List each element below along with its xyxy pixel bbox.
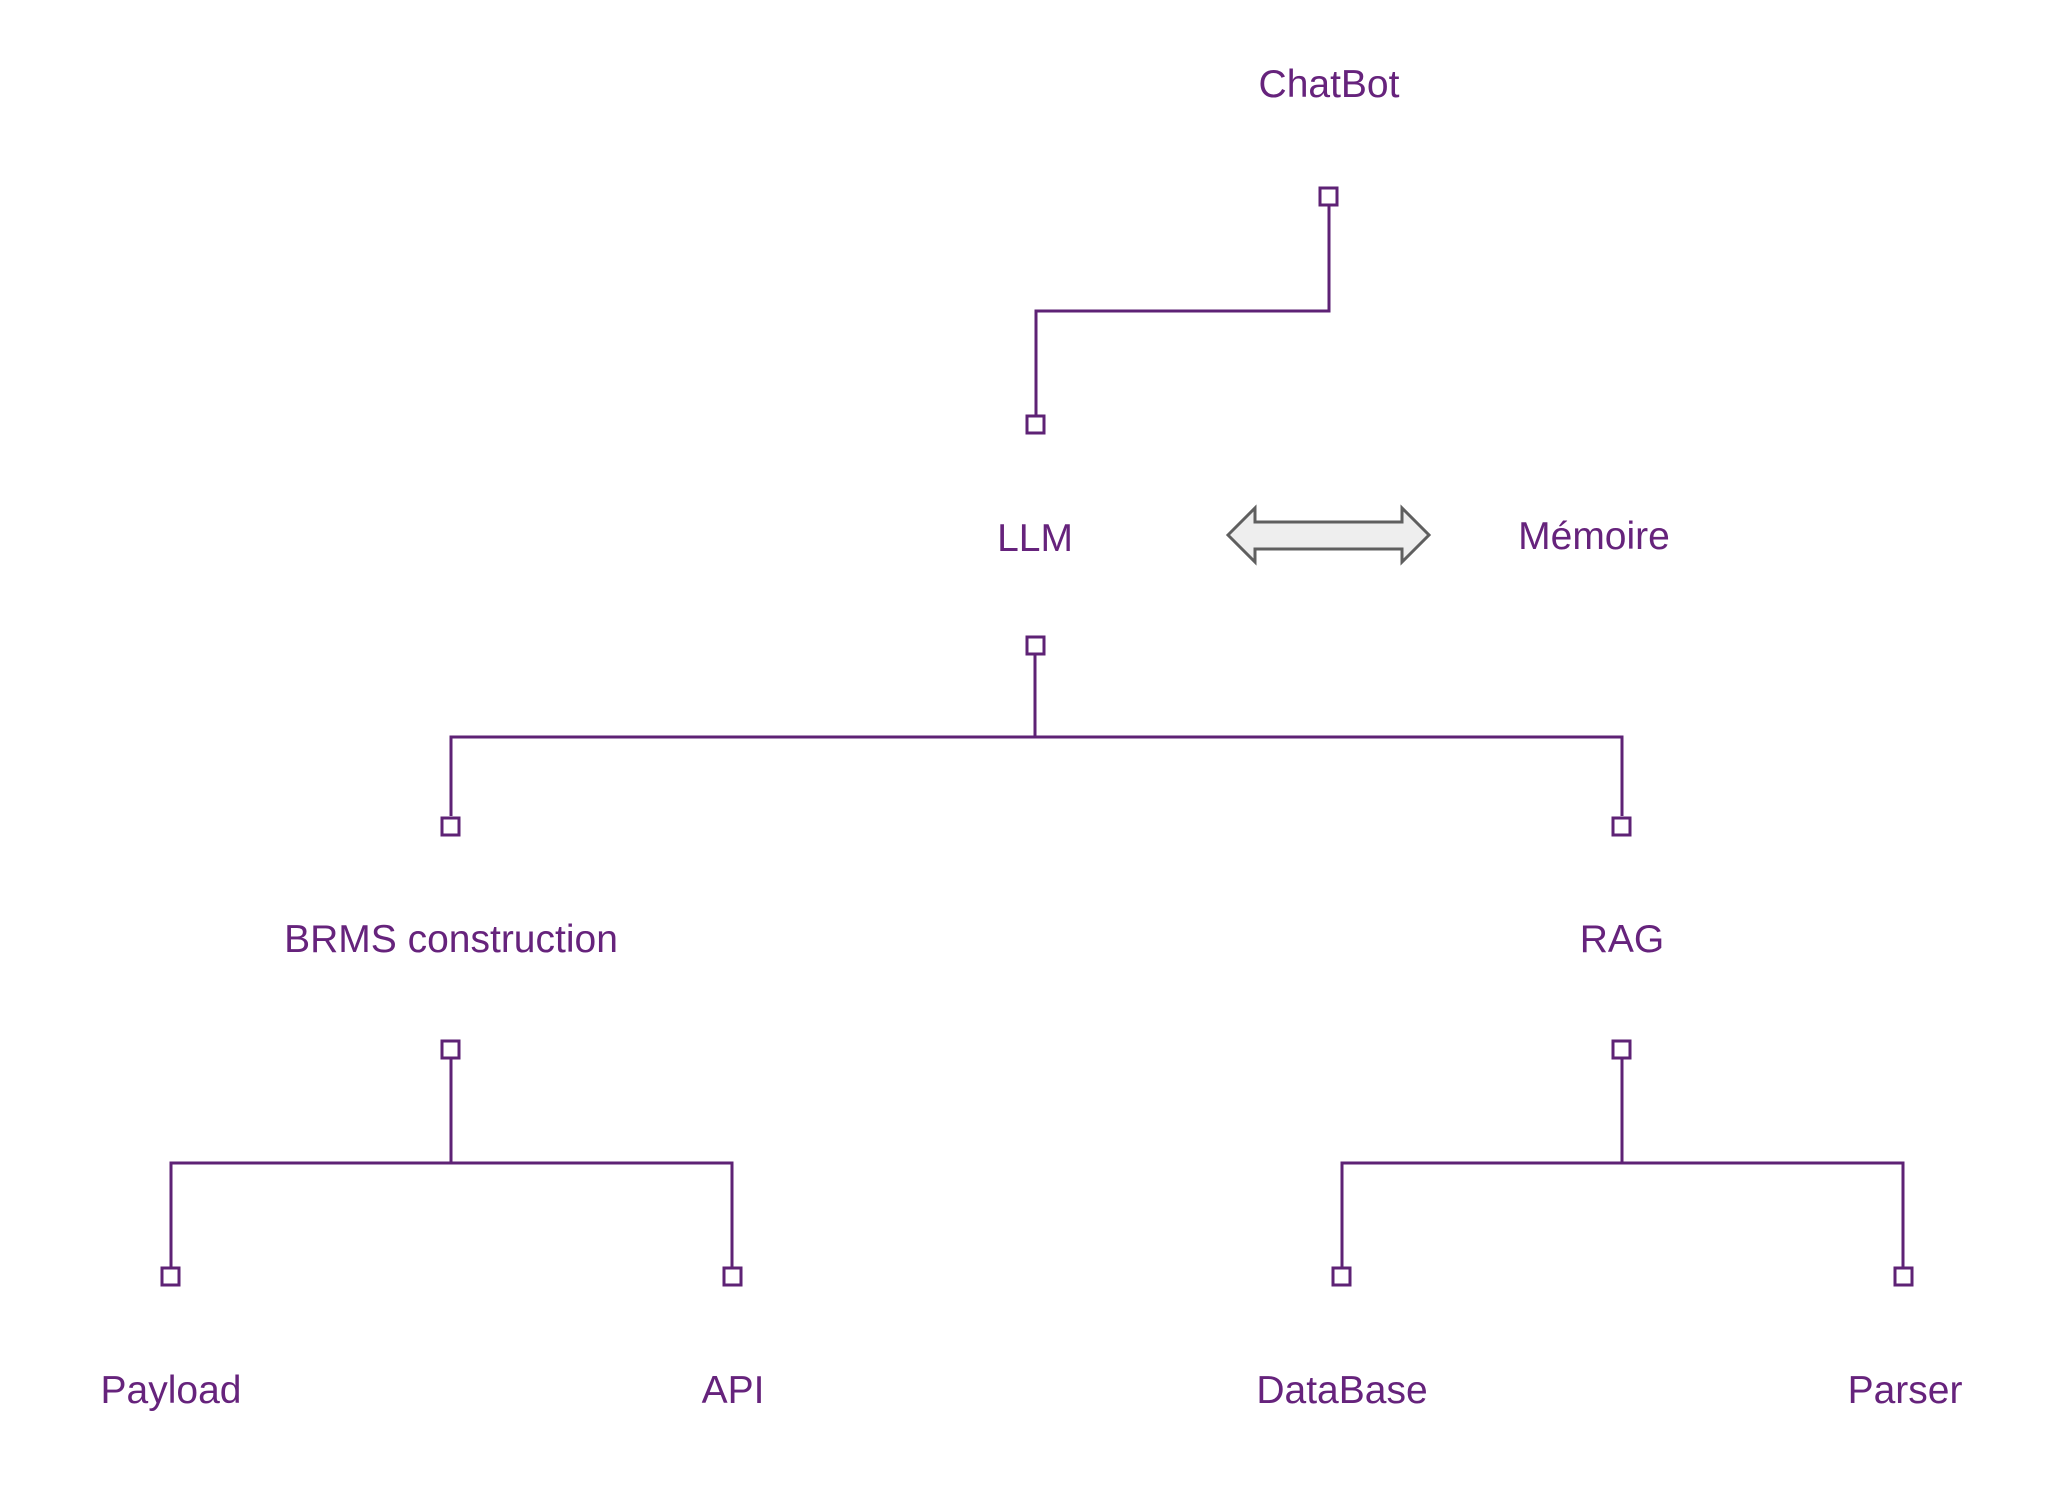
node-payload: Payload: [101, 1369, 242, 1412]
node-parser: Parser: [1848, 1369, 1963, 1412]
node-memoire: Mémoire: [1518, 515, 1670, 558]
edge-brms-payload: [169, 1059, 453, 1267]
port-llm-bottom: [1025, 635, 1046, 656]
port-brms-bottom: [440, 1039, 461, 1060]
edge-llm-brms: [449, 654, 1037, 816]
connectors: [169, 206, 1905, 1267]
edge-llm-rag: [1035, 735, 1624, 816]
port-chatbot-bottom: [1318, 186, 1339, 207]
node-llm: LLM: [997, 517, 1073, 560]
node-brms-construction: BRMS construction: [284, 918, 618, 961]
node-rag: RAG: [1580, 918, 1665, 961]
node-labels: ChatBot LLM Mémoire BRMS construction RA…: [101, 63, 1963, 1412]
port-database-top: [1331, 1266, 1352, 1287]
edge-chatbot-llm: [1034, 206, 1331, 415]
node-database: DataBase: [1256, 1369, 1427, 1412]
port-rag-top: [1611, 816, 1632, 837]
node-chatbot: ChatBot: [1259, 63, 1400, 106]
connection-ports: [160, 186, 1914, 1287]
node-api: API: [702, 1369, 765, 1412]
edge-brms-api: [451, 1161, 734, 1267]
port-parser-top: [1893, 1266, 1914, 1287]
port-payload-top: [160, 1266, 181, 1287]
port-llm-top: [1025, 414, 1046, 435]
bidirectional-arrow-icon: [1225, 504, 1432, 566]
port-rag-bottom: [1611, 1039, 1632, 1060]
port-brms-top: [440, 816, 461, 837]
port-api-top: [722, 1266, 743, 1287]
edge-rag-parser: [1622, 1161, 1905, 1267]
edge-rag-database: [1340, 1059, 1624, 1267]
